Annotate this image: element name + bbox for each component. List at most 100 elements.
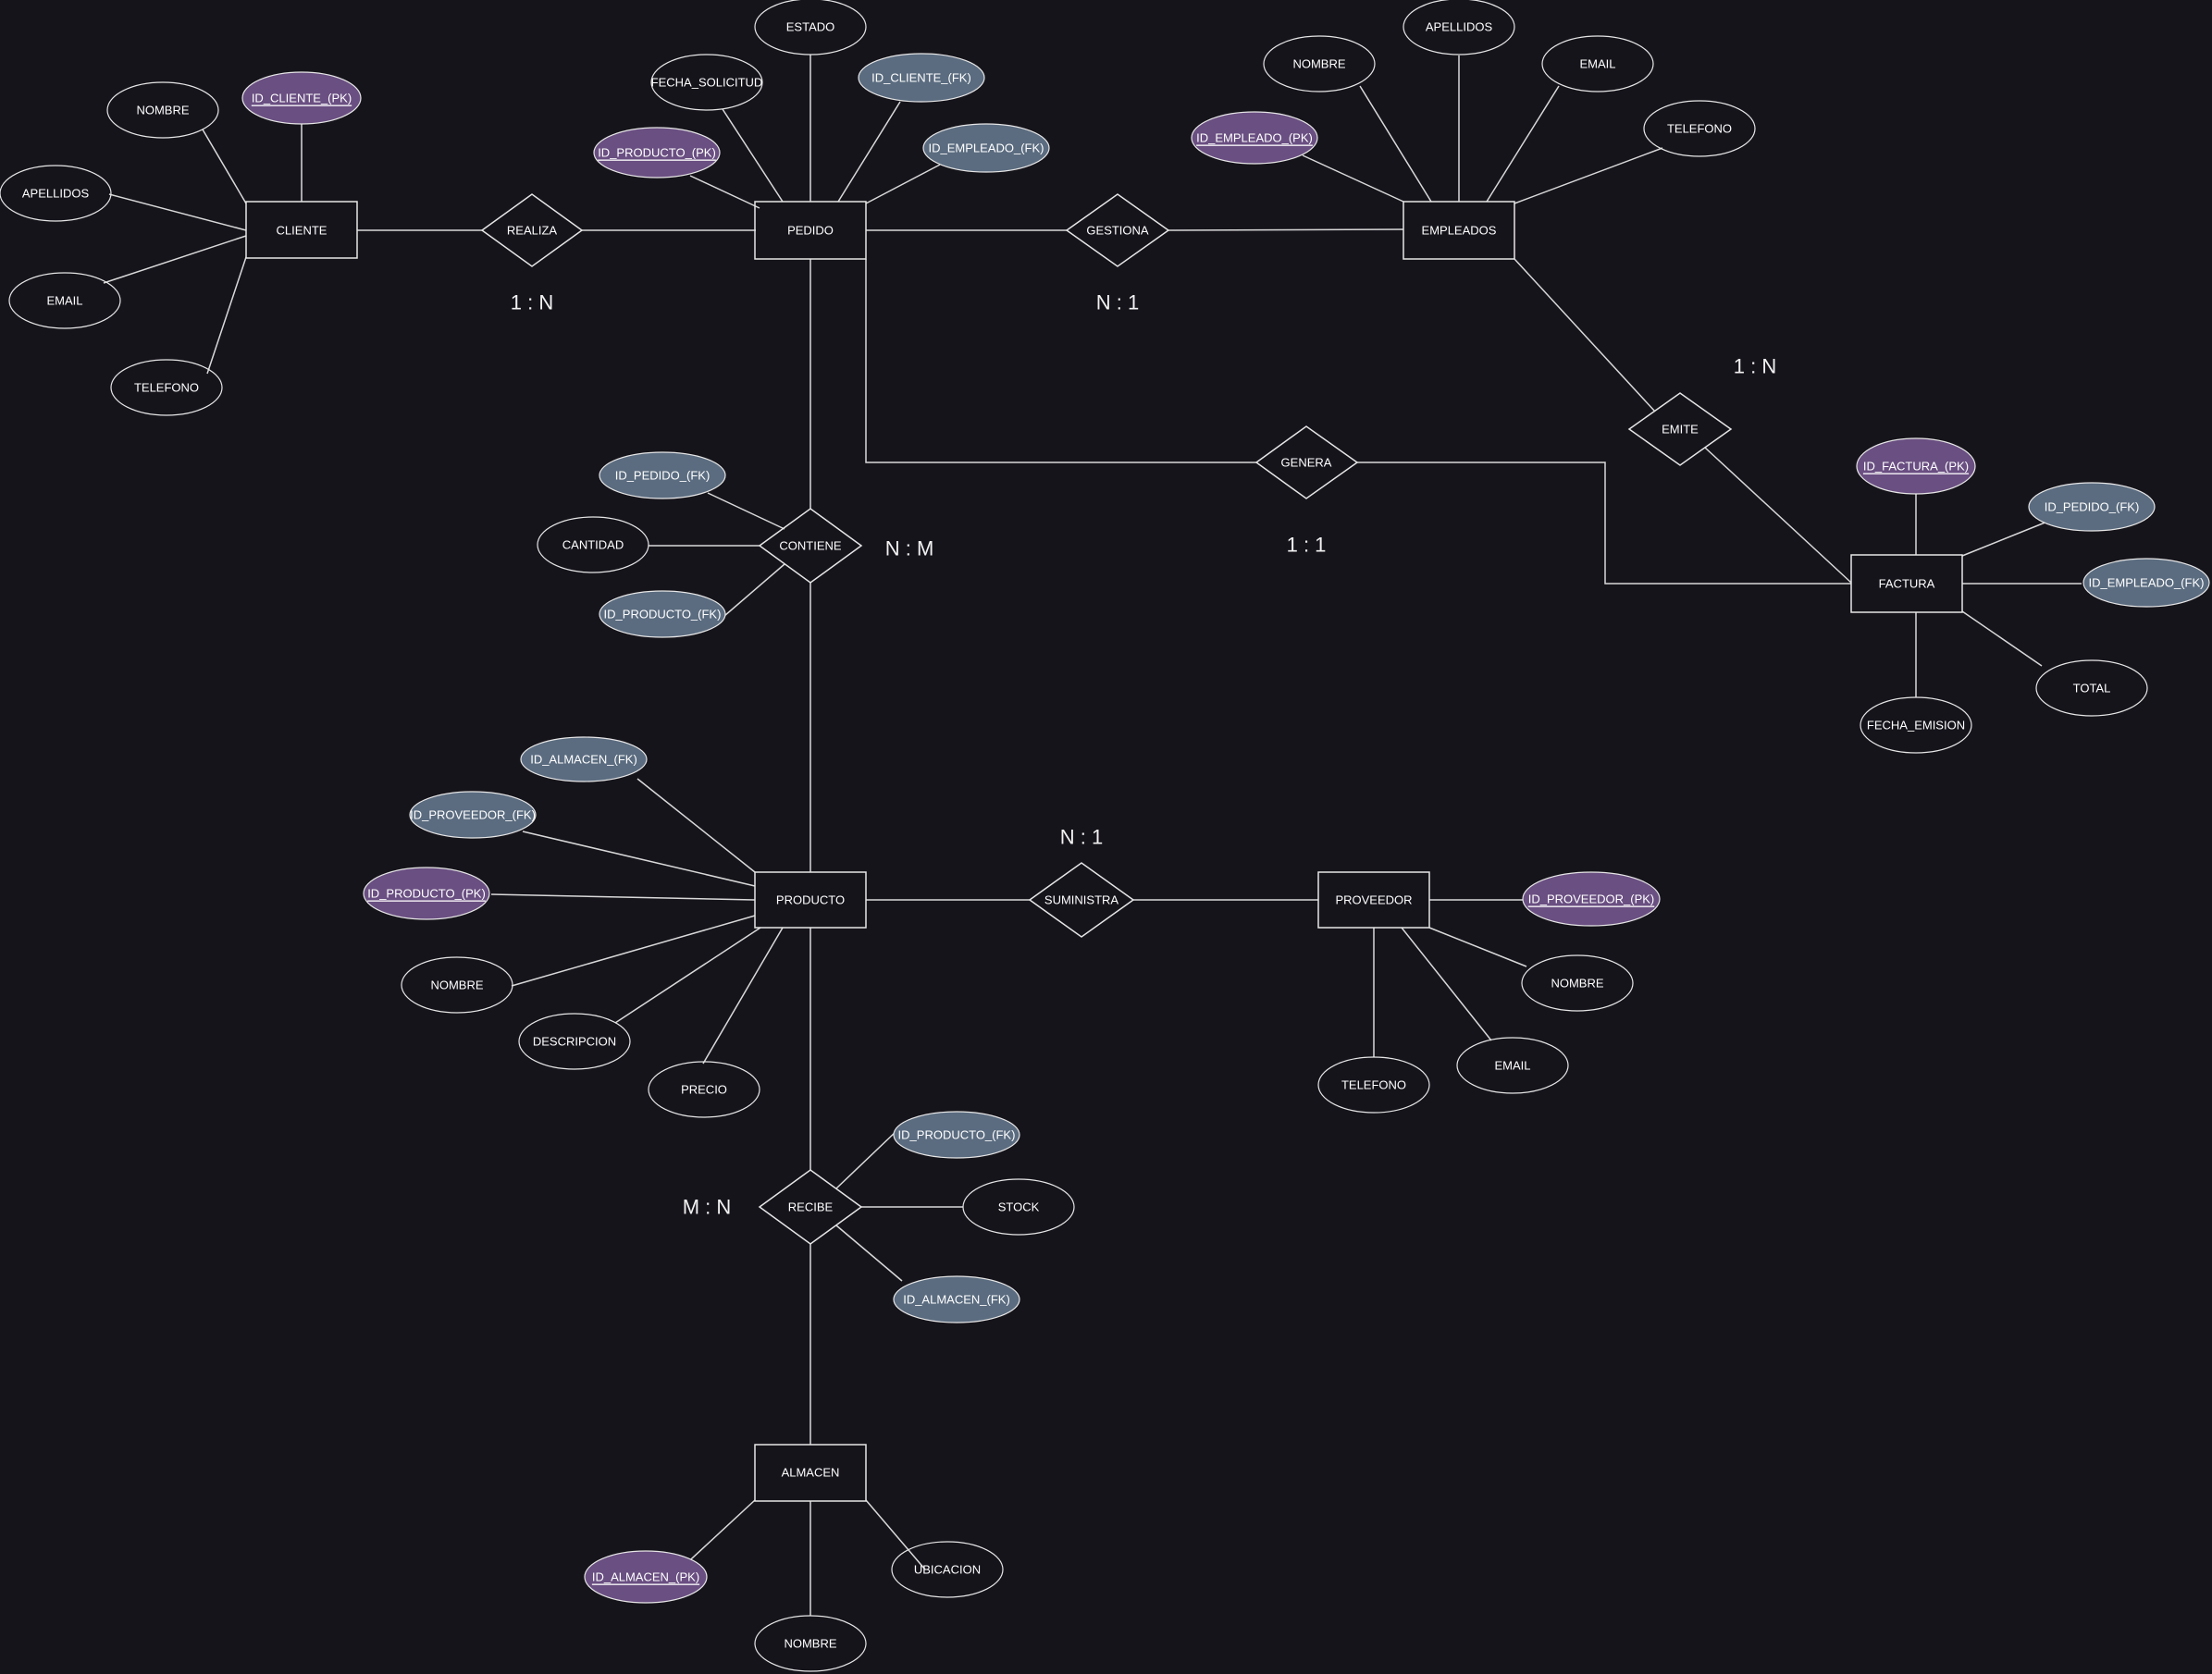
attr-pedido-estado[interactable]: ESTADO xyxy=(754,0,867,55)
attr-label: STOCK xyxy=(998,1200,1040,1214)
attr-label: NOMBRE xyxy=(136,104,189,117)
cardinality-gestiona: N : 1 xyxy=(1096,291,1139,314)
edge-almacen-ubicacion xyxy=(865,1499,926,1570)
attr-recibe-idproducto[interactable]: ID_PRODUCTO_(FK) xyxy=(893,1111,1020,1159)
attr-producto-idproveedor[interactable]: ID_PROVEEDOR_(FK) xyxy=(409,791,537,839)
attr-proveedor-nombre[interactable]: NOMBRE xyxy=(1521,954,1634,1012)
relationship-label: SUMINISTRA xyxy=(1044,893,1119,907)
attr-cliente-id[interactable]: ID_CLIENTE_(PK) xyxy=(241,71,362,125)
attr-cliente-email[interactable]: EMAIL xyxy=(8,272,121,329)
entity-proveedor[interactable]: PROVEEDOR xyxy=(1317,871,1430,929)
entity-label: ALMACEN xyxy=(782,1466,840,1480)
attr-producto-idalmacen[interactable]: ID_ALMACEN_(FK) xyxy=(520,736,648,782)
attr-factura-id[interactable]: ID_FACTURA_(PK) xyxy=(1856,437,1976,495)
attr-pedido-idcliente[interactable]: ID_CLIENTE_(FK) xyxy=(858,53,985,103)
attr-cliente-apellidos[interactable]: APELLIDOS xyxy=(0,165,112,222)
attr-producto-precio[interactable]: PRECIO xyxy=(648,1061,760,1118)
attr-label: NOMBRE xyxy=(1292,57,1345,71)
attr-label: ID_ALMACEN_(FK) xyxy=(903,1293,1010,1307)
relationship-recibe[interactable]: RECIBE xyxy=(758,1169,863,1245)
attr-almacen-nombre[interactable]: NOMBRE xyxy=(754,1615,867,1672)
attr-contiene-cantidad[interactable]: CANTIDAD xyxy=(537,516,649,573)
attr-producto-descripcion[interactable]: DESCRIPCION xyxy=(518,1013,631,1070)
relationship-genera[interactable]: GENERA xyxy=(1254,425,1359,499)
attr-proveedor-id[interactable]: ID_PROVEEDOR_(PK) xyxy=(1522,871,1661,927)
attr-label: NOMBRE xyxy=(1551,977,1603,991)
attr-cliente-telefono[interactable]: TELEFONO xyxy=(110,359,223,416)
attr-recibe-idalmacen[interactable]: ID_ALMACEN_(FK) xyxy=(893,1275,1020,1323)
edge-cliente-telefono xyxy=(206,256,247,375)
relationship-suministra[interactable]: SUMINISTRA xyxy=(1028,862,1135,938)
attr-label: TELEFONO xyxy=(1667,122,1732,136)
attr-label: ID_PROVEEDOR_(PK) xyxy=(1528,892,1655,906)
attr-factura-idempleado[interactable]: ID_EMPLEADO_(FK) xyxy=(2082,558,2210,608)
attr-label: ID_PROVEEDOR_(FK) xyxy=(410,808,536,822)
attr-pedido-idproducto[interactable]: ID_PRODUCTO_(PK) xyxy=(593,127,721,178)
relationship-gestiona[interactable]: GESTIONA xyxy=(1065,193,1170,267)
entity-pedido[interactable]: PEDIDO xyxy=(754,201,867,260)
attr-label: FECHA_EMISION xyxy=(1867,719,1965,732)
edge-factura-idpedido xyxy=(1961,521,2048,557)
attr-cliente-nombre[interactable]: NOMBRE xyxy=(106,81,219,139)
entity-empleados[interactable]: EMPLEADOS xyxy=(1403,201,1515,260)
edge-proveedor-email xyxy=(1401,927,1492,1041)
attr-proveedor-telefono[interactable]: TELEFONO xyxy=(1317,1056,1430,1114)
attr-empleados-apellidos[interactable]: APELLIDOS xyxy=(1403,0,1515,55)
attr-label: ID_PEDIDO_(FK) xyxy=(2045,500,2140,514)
edge-recibe-idalmacen xyxy=(835,1225,903,1282)
cardinality-suministra: N : 1 xyxy=(1060,826,1103,849)
attr-producto-id[interactable]: ID_PRODUCTO_(PK) xyxy=(363,867,490,920)
attr-almacen-ubicacion[interactable]: UBICACION xyxy=(891,1541,1004,1598)
attr-pedido-fecha[interactable]: FECHA_SOLICITUD xyxy=(650,54,763,111)
attr-label: ID_EMPLEADO_(PK) xyxy=(1196,131,1313,145)
entity-label: CLIENTE xyxy=(277,224,327,238)
edge-almacen-id xyxy=(679,1499,756,1570)
attr-producto-nombre[interactable]: NOMBRE xyxy=(401,956,513,1014)
entity-label: PRODUCTO xyxy=(776,893,845,907)
attr-label: EMAIL xyxy=(1494,1059,1530,1073)
edge-pedido-genera xyxy=(865,259,1256,463)
attr-label: APELLIDOS xyxy=(1426,20,1493,34)
entity-cliente[interactable]: CLIENTE xyxy=(245,201,358,259)
edges xyxy=(103,55,2082,1616)
attr-almacen-id[interactable]: ID_ALMACEN_(PK) xyxy=(584,1550,708,1604)
attr-contiene-idproducto[interactable]: ID_PRODUCTO_(FK) xyxy=(599,590,726,638)
attr-recibe-stock[interactable]: STOCK xyxy=(962,1178,1075,1236)
attr-label: ID_PRODUCTO_(PK) xyxy=(367,887,486,901)
edge-empleados-nombre xyxy=(1359,85,1432,203)
entity-producto[interactable]: PRODUCTO xyxy=(754,871,867,929)
relationship-emite[interactable]: EMITE xyxy=(1627,392,1733,466)
edge-producto-descripcion xyxy=(614,927,761,1024)
attr-label: EMAIL xyxy=(46,294,82,308)
attr-label: ID_EMPLEADO_(FK) xyxy=(929,142,1044,155)
edge-genera-factura xyxy=(1357,462,1851,585)
entity-label: PEDIDO xyxy=(787,224,834,238)
attr-factura-idpedido[interactable]: ID_PEDIDO_(FK) xyxy=(2028,482,2156,532)
relationship-label: CONTIENE xyxy=(779,539,842,553)
relationship-label: GESTIONA xyxy=(1086,224,1149,238)
attr-factura-fecha[interactable]: FECHA_EMISION xyxy=(1860,696,1972,754)
cardinality-emite: 1 : N xyxy=(1734,355,1776,378)
relationship-contiene[interactable]: CONTIENE xyxy=(758,508,863,584)
attr-contiene-idpedido[interactable]: ID_PEDIDO_(FK) xyxy=(599,451,726,499)
attr-empleados-telefono[interactable]: TELEFONO xyxy=(1643,100,1756,157)
attr-label: ESTADO xyxy=(786,20,835,34)
attr-label: FECHA_SOLICITUD xyxy=(651,76,763,90)
attr-empleados-id[interactable]: ID_EMPLEADO_(PK) xyxy=(1191,111,1318,165)
attr-label: CANTIDAD xyxy=(562,538,624,552)
cardinality-recibe: M : N xyxy=(683,1196,732,1219)
edge-producto-idproveedor xyxy=(522,831,756,887)
entity-factura[interactable]: FACTURA xyxy=(1850,554,1963,613)
attr-empleados-nombre[interactable]: NOMBRE xyxy=(1263,35,1376,92)
attr-pedido-idempleado[interactable]: ID_EMPLEADO_(FK) xyxy=(922,123,1050,173)
attr-empleados-email[interactable]: EMAIL xyxy=(1541,35,1654,92)
attr-label: PRECIO xyxy=(681,1083,727,1097)
attr-label: DESCRIPCION xyxy=(533,1035,616,1049)
entity-almacen[interactable]: ALMACEN xyxy=(754,1444,867,1502)
attr-factura-total[interactable]: TOTAL xyxy=(2035,659,2148,717)
relationship-realiza[interactable]: REALIZA xyxy=(480,193,584,267)
edge-gestiona-empleados xyxy=(1168,228,1404,231)
attr-label: APELLIDOS xyxy=(22,187,90,201)
attr-proveedor-email[interactable]: EMAIL xyxy=(1456,1037,1569,1094)
